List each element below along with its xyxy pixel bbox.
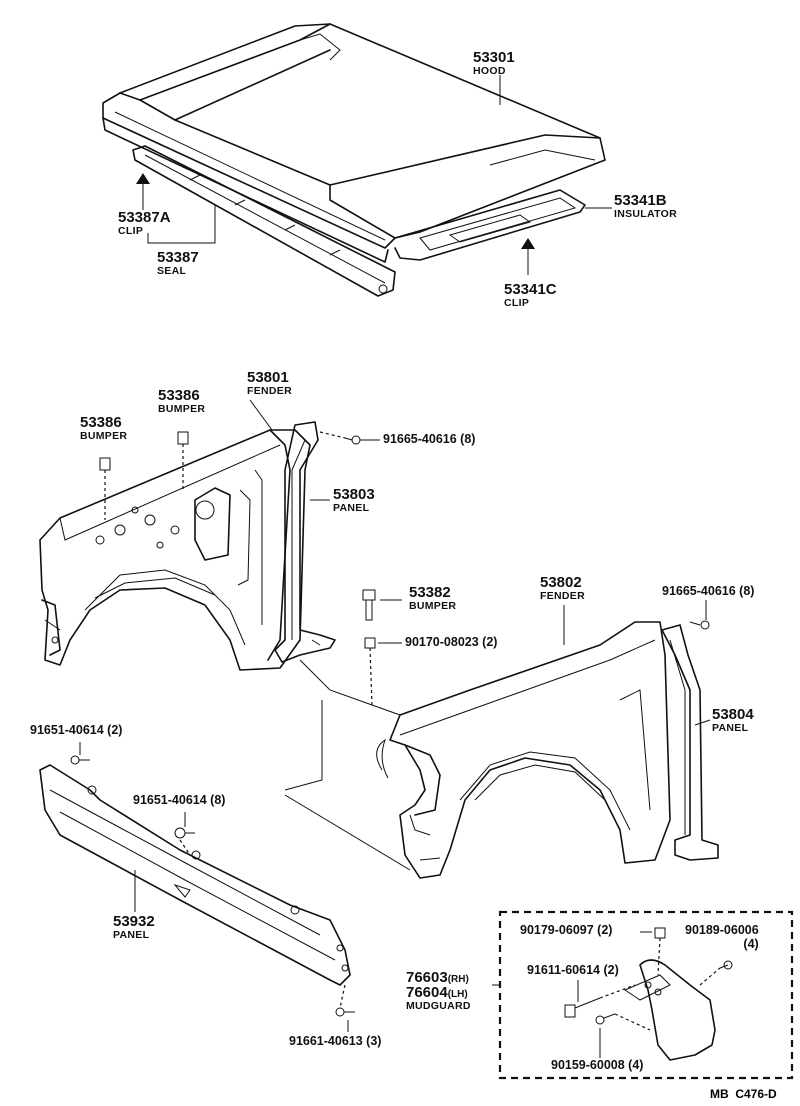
label-screw-90189: 90189-06006 (4)	[685, 923, 759, 951]
label-panel-53803: 53803 PANEL	[333, 486, 375, 514]
nut-90170-icon	[364, 637, 376, 706]
label-bumper-53386-b: 53386 BUMPER	[158, 387, 206, 415]
bolt-91651-a-icon	[70, 755, 90, 765]
label-clip-53341c: 53341C CLIP	[504, 281, 557, 309]
insulator-drawing	[394, 189, 586, 261]
label-mudguard: 76603(RH) 76604(LH) MUDGUARD	[406, 969, 471, 1012]
label-bumper-53386-a: 53386 BUMPER	[80, 414, 128, 442]
label-bolt-91665-a: 91665-40616 (8)	[383, 432, 476, 446]
washer-90159-icon	[595, 1013, 651, 1031]
label-bolt-91661: 91661-40613 (3)	[289, 1034, 382, 1048]
mudguard-drawing	[623, 959, 716, 1061]
label-fender-53801: 53801 FENDER	[247, 369, 292, 397]
nut-90179-icon	[654, 927, 666, 976]
label-panel-53932: 53932 PANEL	[113, 913, 155, 941]
hood-drawing	[102, 23, 606, 263]
bolt-91651-b-icon	[174, 827, 195, 856]
label-clip-53387a: 53387A CLIP	[118, 209, 171, 237]
label-bumper-53382: 53382 BUMPER	[409, 584, 457, 612]
label-nut-90179: 90179-06097 (2)	[520, 923, 613, 937]
fender-53802-drawing	[389, 621, 671, 879]
bumper-53382-icon	[362, 589, 376, 621]
bumper-53386-b-icon	[177, 431, 189, 490]
label-fender-53802: 53802 FENDER	[540, 574, 585, 602]
screw-90189-icon	[699, 960, 733, 986]
bolt-91665-a-icon	[319, 431, 361, 445]
diagram-code: MB C476-D	[710, 1087, 777, 1101]
panel-53803-drawing	[274, 421, 336, 663]
label-panel-53804: 53804 PANEL	[712, 706, 754, 734]
panel-53932-drawing	[39, 764, 351, 986]
mudguard-box	[498, 910, 794, 1080]
panel-53804-drawing	[661, 624, 719, 861]
bolt-91661-icon	[335, 984, 355, 1017]
bolt-91665-b-icon	[689, 620, 710, 630]
bumper-53386-a-icon	[99, 457, 111, 520]
label-seal: 53387 SEAL	[157, 249, 199, 277]
label-bolt-91651-a: 91651-40614 (2)	[30, 723, 123, 737]
label-washer-90159: 90159-60008 (4)	[551, 1058, 644, 1072]
label-bolt-91665-b: 91665-40616 (8)	[662, 584, 755, 598]
label-hood: 53301 HOOD	[473, 49, 515, 77]
label-bolt-91651-b: 91651-40614 (8)	[133, 793, 226, 807]
clip-c-icon	[521, 238, 535, 249]
seal-drawing	[132, 145, 396, 297]
bolt-91611-icon	[564, 984, 636, 1018]
label-insulator: 53341B INSULATOR	[614, 192, 677, 220]
label-bolt-91611: 91611-60614 (2)	[527, 963, 619, 977]
clip-a-icon	[136, 173, 150, 184]
label-nut-90170: 90170-08023 (2)	[405, 635, 498, 649]
fender-53801-drawing	[39, 429, 311, 671]
body-outline	[284, 659, 411, 871]
